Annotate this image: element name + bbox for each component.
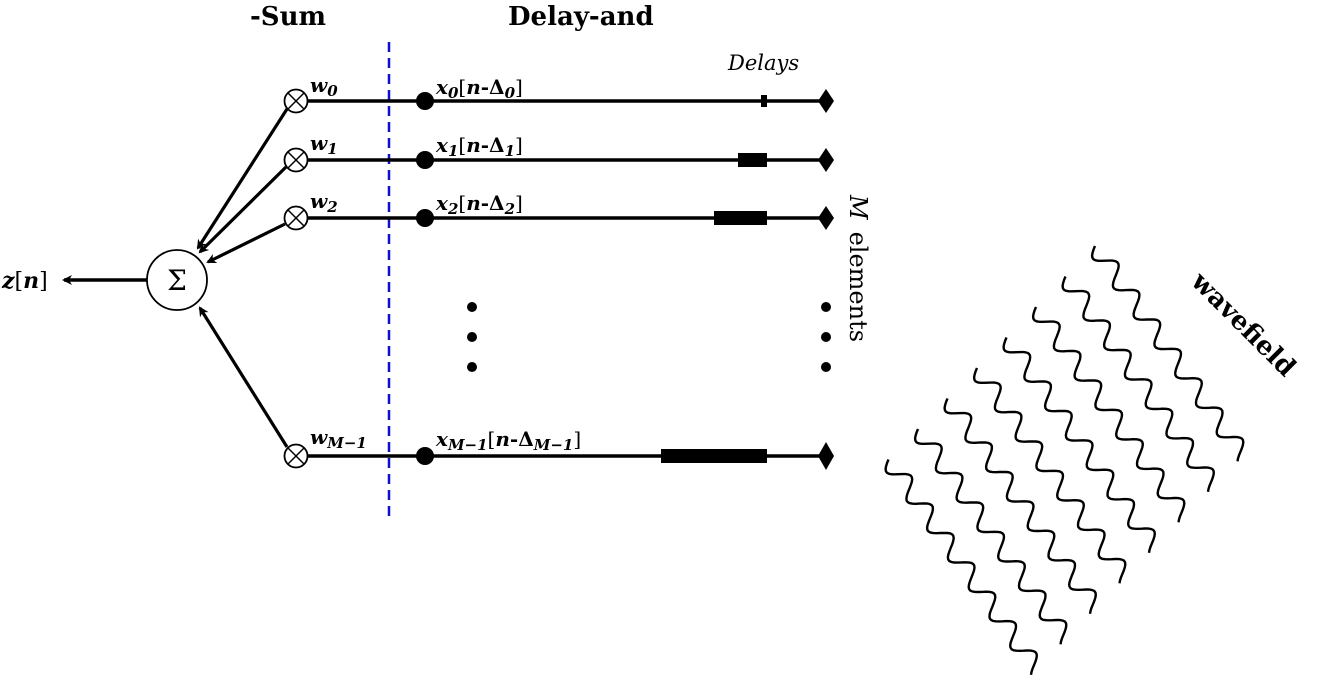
channel-1-sensor-diamond bbox=[818, 148, 834, 172]
channel-m-minus-1-arrow bbox=[198, 306, 289, 448]
wave-line bbox=[1002, 337, 1157, 554]
channel-2: w2 x2[n-Δ2] bbox=[206, 189, 834, 264]
channel-1-arrow bbox=[198, 165, 288, 254]
wave-line bbox=[1061, 276, 1216, 493]
channel-2-signal: x2[n-Δ2] bbox=[435, 191, 523, 218]
channel-m-minus-1-delay-bar bbox=[661, 449, 767, 463]
channel-0-arrow bbox=[196, 108, 289, 250]
wavefield-label: wavefield bbox=[1184, 266, 1301, 383]
sum-symbol: Σ bbox=[167, 264, 187, 297]
output-label: z[n] bbox=[1, 268, 48, 294]
channel-0-signal: x0[n-Δ0] bbox=[435, 75, 523, 102]
channel-1-weight: w1 bbox=[310, 131, 338, 158]
channel-0-multiplier bbox=[283, 88, 309, 114]
channel-0-tap-dot bbox=[416, 92, 434, 110]
channel-m-minus-1-signal: xM−1[n-ΔM−1] bbox=[435, 427, 581, 454]
channel-m-minus-1-sensor-diamond bbox=[818, 442, 834, 470]
wave-line bbox=[972, 367, 1127, 584]
channel-m-minus-1-tap-dot bbox=[416, 447, 434, 465]
channel-1-signal: x1[n-Δ1] bbox=[435, 133, 523, 160]
channel-1-tap-dot bbox=[416, 151, 434, 169]
wave-line bbox=[1031, 306, 1186, 523]
channel-0-weight: w0 bbox=[310, 73, 338, 100]
wave-line bbox=[943, 398, 1098, 615]
elements-label: Melements bbox=[844, 194, 872, 342]
wave-line bbox=[913, 428, 1068, 645]
channel-0-delay-bar bbox=[761, 95, 767, 107]
channel-1-delay-bar bbox=[738, 153, 767, 167]
header-delay: Delay-and bbox=[508, 2, 654, 32]
channel-2-weight: w2 bbox=[310, 189, 338, 216]
delays-label: Delays bbox=[727, 51, 799, 75]
channel-0-sensor-diamond bbox=[818, 89, 834, 113]
ellipsis-dots-sensor bbox=[821, 302, 831, 372]
channel-2-tap-dot bbox=[416, 209, 434, 227]
channel-0: w0 x0[n-Δ0] bbox=[196, 73, 834, 250]
wave-line bbox=[884, 459, 1039, 676]
channel-m-minus-1-weight: wM−1 bbox=[310, 425, 367, 452]
channel-2-multiplier bbox=[283, 205, 309, 231]
channel-2-sensor-diamond bbox=[818, 206, 834, 230]
wave-line bbox=[1090, 245, 1245, 462]
channel-2-delay-bar bbox=[714, 211, 767, 225]
channel-1-multiplier bbox=[283, 147, 309, 173]
summation-node: Σ bbox=[146, 249, 208, 311]
channel-m-minus-1: wM−1 xM−1[n-ΔM−1] bbox=[198, 306, 834, 470]
channel-m-minus-1-multiplier bbox=[283, 443, 309, 469]
wavefield-graphic bbox=[884, 245, 1245, 676]
header-sum: -Sum bbox=[250, 2, 326, 32]
channel-1: w1 x1[n-Δ1] bbox=[198, 131, 834, 254]
ellipsis-dots-tap bbox=[467, 302, 477, 372]
channel-2-arrow bbox=[206, 222, 286, 264]
